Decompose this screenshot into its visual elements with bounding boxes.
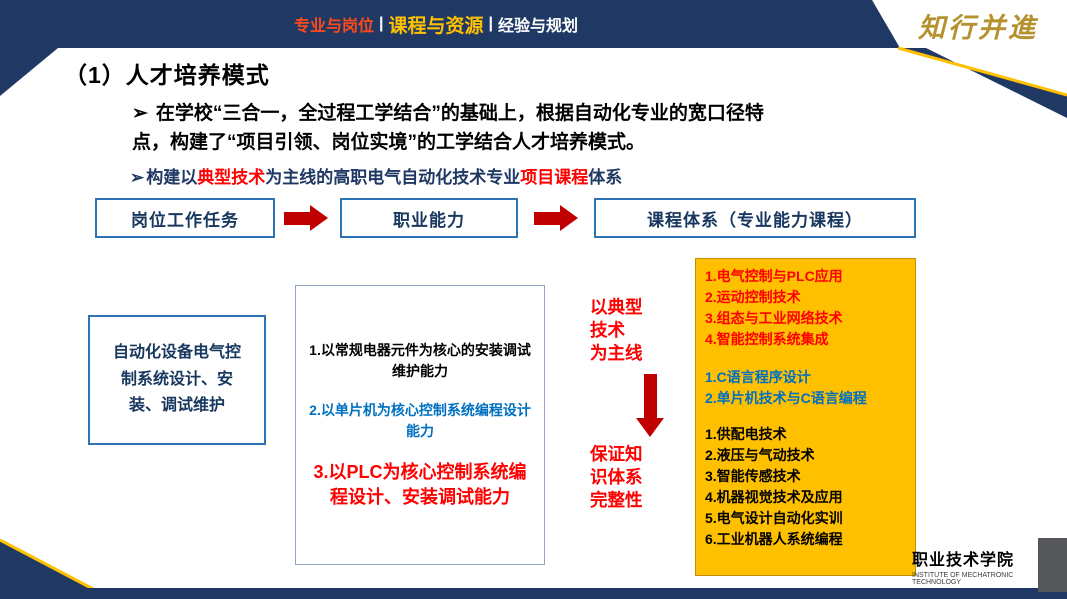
flow-box-job-tasks: 岗位工作任务 bbox=[95, 198, 275, 238]
arrow-bullet-icon: ➢ bbox=[130, 168, 145, 187]
college-name-cn: 职业技术学院 bbox=[912, 552, 1015, 569]
main-line-column: 以典型 技术 为主线 保证知 识体系 完整性 bbox=[590, 296, 686, 513]
ability-list-box: 1.以常规电器元件为核心的安装调试维护能力 2.以单片机为核心控制系统编程设计能… bbox=[295, 285, 545, 565]
ability-item-conventional: 1.以常规电器元件为核心的安装调试维护能力 bbox=[309, 341, 531, 379]
course-group-plc: 1.电气控制与PLC应用 2.运动控制技术 3.组态与工业网络技术 4.智能控制… bbox=[705, 268, 843, 347]
top-left-wedge bbox=[0, 48, 58, 96]
header-ribbon-shape bbox=[898, 48, 1067, 118]
nav-item-major: 专业与岗位 bbox=[293, 18, 374, 35]
page-title: （1）人才培养模式 bbox=[64, 62, 270, 88]
system-text-highlight: 典型技术 bbox=[197, 168, 266, 187]
header-ribbon-gold-edge bbox=[897, 46, 1067, 97]
logo-calligraphy: 知行并進 bbox=[918, 13, 1038, 43]
flow-arrow-right-icon bbox=[534, 205, 578, 231]
flow-box-vocational-ability: 职业能力 bbox=[340, 198, 518, 238]
arrow-stem bbox=[534, 211, 560, 225]
college-logo: 职业技术学院 INSTITUTE OF MECHATRONIC TECHNOLO… bbox=[912, 546, 1037, 586]
system-text-seg: 体系 bbox=[588, 168, 623, 187]
intro-text: 在学校“三合一，全过程工学结合”的基础上，根据自动化专业的宽口径特点，构建了“项… bbox=[132, 103, 764, 153]
corner-gray-box bbox=[1038, 538, 1067, 592]
header-bar-shape bbox=[0, 0, 900, 48]
bottom-bar-shape bbox=[0, 588, 1067, 599]
course-group-basic: 1.供配电技术 2.液压与气动技术 3.智能传感技术 4.机器视觉技术及应用 5… bbox=[705, 426, 843, 547]
job-description-box: 自动化设备电气控制系统设计、安装、调试维护 bbox=[88, 315, 266, 445]
ability-item-plc: 3.以PLC为核心控制系统编程设计、安装调试能力 bbox=[313, 461, 527, 507]
college-name-en: INSTITUTE OF MECHATRONIC TECHNOLOGY bbox=[912, 572, 1014, 586]
header-nav: 专业与岗位 | 课程与资源 | 经验与规划 bbox=[0, 0, 872, 48]
completeness-label: 保证知 识体系 完整性 bbox=[590, 444, 643, 511]
system-text-seg: 为主线的高职电气自动化技术专业 bbox=[265, 168, 521, 187]
arrow-head bbox=[636, 418, 664, 438]
nav-separator: | bbox=[379, 15, 384, 32]
ability-item-mcu: 2.以单片机为核心控制系统编程设计能力 bbox=[309, 401, 531, 439]
arrow-head bbox=[560, 205, 578, 231]
flow-box-course-system: 课程体系（专业能力课程） bbox=[594, 198, 916, 238]
nav-separator: | bbox=[488, 15, 493, 32]
system-text-seg: 构建以 bbox=[146, 168, 198, 187]
course-group-c-language: 1.C语言程序设计 2.单片机技术与C语言编程 bbox=[705, 369, 867, 406]
system-text-highlight: 项目课程 bbox=[520, 168, 589, 187]
flow-arrow-down-icon bbox=[636, 374, 664, 438]
arrow-bullet-icon: ➢ bbox=[132, 103, 148, 124]
course-list-box: 1.电气控制与PLC应用 2.运动控制技术 3.组态与工业网络技术 4.智能控制… bbox=[695, 258, 916, 576]
intro-bullet: ➢在学校“三合一，全过程工学结合”的基础上，根据自动化专业的宽口径特点，构建了“… bbox=[132, 100, 794, 157]
system-bullet: ➢构建以典型技术为主线的高职电气自动化技术专业项目课程体系 bbox=[130, 163, 622, 188]
arrow-stem bbox=[643, 374, 657, 419]
arrow-head bbox=[310, 205, 328, 231]
nav-item-course: 课程与资源 bbox=[388, 15, 484, 37]
main-line-label: 以典型 技术 为主线 bbox=[590, 297, 643, 364]
flow-arrow-right-icon bbox=[284, 205, 328, 231]
arrow-stem bbox=[284, 211, 310, 225]
nav-item-experience: 经验与规划 bbox=[497, 18, 578, 35]
